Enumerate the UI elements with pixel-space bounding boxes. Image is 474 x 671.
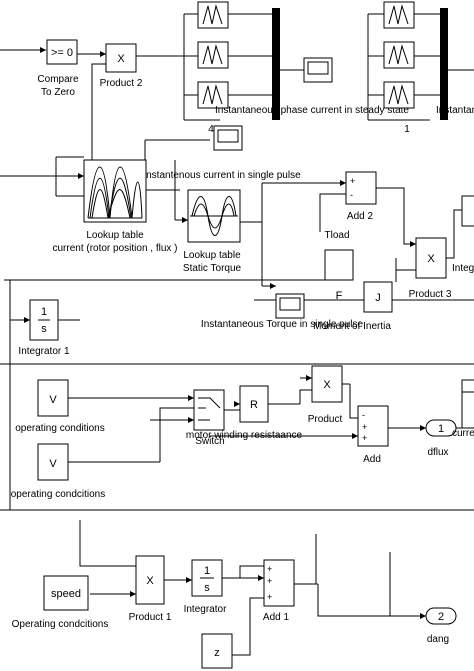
waveform-block-column-left[interactable] — [197, 1, 229, 109]
constant-v2-symbol: V — [49, 458, 57, 470]
scope-single-pulse-current[interactable]: Instantenous current in single pulse — [143, 125, 301, 181]
scope-single-pulse-torque-label: Instantaneous Torque in single pulse — [201, 319, 364, 330]
integrator-right-block[interactable]: Integr — [452, 195, 474, 274]
product3-label: Product 3 — [409, 289, 452, 300]
speed-block[interactable]: speed Operating condcitions — [12, 575, 109, 630]
moment-of-inertia-block[interactable]: J Moment of Inertia — [313, 281, 393, 332]
integrator1-block[interactable]: 1 s Integrator 1 — [18, 299, 70, 357]
compare-symbol: >= 0 — [51, 47, 73, 59]
svg-text:-: - — [350, 190, 353, 200]
lookup-current-label-line2: current (rotor position , flux ) — [52, 243, 177, 254]
add-block[interactable]: - + + Add — [357, 405, 389, 465]
integrator1-numer: 1 — [41, 306, 47, 318]
product3-block[interactable]: X Product 3 — [409, 237, 452, 300]
scope-phase-current[interactable]: Instantaneous phase current in steady st… — [215, 57, 409, 116]
integrator1-label: Integrator 1 — [18, 346, 70, 357]
svg-text:-: - — [362, 410, 365, 420]
lookup-table-current[interactable]: Lookup table current (rotor position , f… — [52, 159, 178, 254]
mux-bar-left — [272, 8, 280, 120]
svg-text:+: + — [350, 176, 355, 186]
product2-label: Product 2 — [100, 78, 143, 89]
integrator-numer: 1 — [204, 565, 210, 577]
constant-v1-symbol: V — [49, 394, 57, 406]
product1-label: Product 1 — [129, 612, 172, 623]
mux-bar-right — [440, 8, 448, 120]
product3-symbol: X — [427, 253, 435, 265]
resistance-label: motor winding resistaance — [186, 430, 303, 441]
svg-text:+: + — [267, 576, 272, 586]
outport-dflux[interactable]: 1 dflux — [425, 419, 457, 458]
lookup-torque-label-line2: Static Torque — [183, 263, 242, 274]
moment-inertia-symbol: J — [375, 292, 381, 304]
constant-v1-label: operating conditions — [15, 423, 105, 434]
svg-text:+: + — [267, 592, 272, 602]
add2-block[interactable]: + - Add 2 — [345, 171, 377, 222]
outport-dang-number: 2 — [438, 611, 444, 623]
svg-text:+: + — [267, 564, 272, 574]
current-output-label: curre — [452, 428, 474, 439]
lookup-table-static-torque[interactable]: Lookup table Static Torque — [183, 189, 242, 274]
moment-inertia-label: Moment of Inertia — [313, 321, 391, 332]
mux-count-left: 4 — [208, 124, 214, 135]
outport-dflux-number: 1 — [438, 423, 444, 435]
product1-symbol: X — [146, 575, 154, 587]
tload-label: Tload — [324, 230, 349, 241]
outport-dflux-label: dflux — [427, 447, 448, 458]
integrator1-denom: s — [41, 323, 47, 335]
speed-label: Operating condcitions — [12, 619, 109, 630]
switch-label: Switch — [195, 436, 224, 447]
switch-block[interactable]: Switch — [193, 389, 225, 447]
scope-phase-current-label: Instantaneous phase current in steady st… — [215, 105, 409, 116]
integrator-denom: s — [204, 582, 210, 594]
add-label: Add — [363, 454, 381, 465]
integrator-label: Integrator — [184, 604, 227, 615]
add1-block[interactable]: + + + Add 1 — [263, 559, 295, 623]
constant-v2-block[interactable]: V operating condcitions — [11, 443, 106, 500]
tload-block[interactable]: F — [324, 249, 354, 302]
svg-text:+: + — [362, 433, 367, 443]
compare-label-line2: To Zero — [41, 87, 75, 98]
arrowheads — [24, 47, 426, 619]
current-output-block[interactable]: curre — [452, 391, 474, 439]
constant-v2-label: operating condcitions — [11, 489, 106, 500]
mux-count-right: 1 — [404, 124, 410, 135]
product-label: Product — [308, 414, 343, 425]
svg-text:+: + — [362, 422, 367, 432]
add2-label: Add 2 — [347, 211, 374, 222]
product1-block[interactable]: X Product 1 — [129, 555, 172, 623]
integrator-right-label: Integr — [452, 263, 474, 274]
speed-symbol: speed — [51, 588, 81, 600]
tload-symbol: F — [336, 290, 343, 302]
outport-dang[interactable]: 2 dang — [425, 607, 457, 645]
product-symbol: X — [323, 379, 331, 391]
scope-phase-current-right-label: Instantane — [436, 105, 474, 116]
lookup-current-label-line1: Lookup table — [86, 230, 144, 241]
z-symbol: z — [214, 647, 220, 659]
integrator-block[interactable]: 1 s Integrator — [184, 559, 227, 615]
constant-v1-block[interactable]: V operating conditions — [15, 379, 105, 434]
lookup-torque-label-line1: Lookup table — [183, 250, 241, 261]
add1-label: Add 1 — [263, 612, 290, 623]
scope-single-pulse-torque[interactable]: Instantaneous Torque in single pulse — [201, 293, 364, 330]
product2-symbol: X — [117, 53, 125, 65]
resistance-symbol: R — [250, 399, 258, 411]
outport-dang-label: dang — [427, 634, 449, 645]
product2-block[interactable]: X Product 2 — [100, 43, 143, 89]
scope-single-pulse-current-label: Instantenous current in single pulse — [143, 170, 301, 181]
resistance-block[interactable]: R motor winding resistaance — [186, 385, 303, 441]
product-block[interactable]: X Product — [308, 365, 343, 425]
z-block[interactable]: z — [201, 633, 233, 669]
waveform-block-column-right[interactable] — [383, 1, 415, 109]
compare-to-zero-block[interactable]: >= 0 Compare To Zero — [37, 39, 79, 98]
compare-label-line1: Compare — [37, 74, 79, 85]
